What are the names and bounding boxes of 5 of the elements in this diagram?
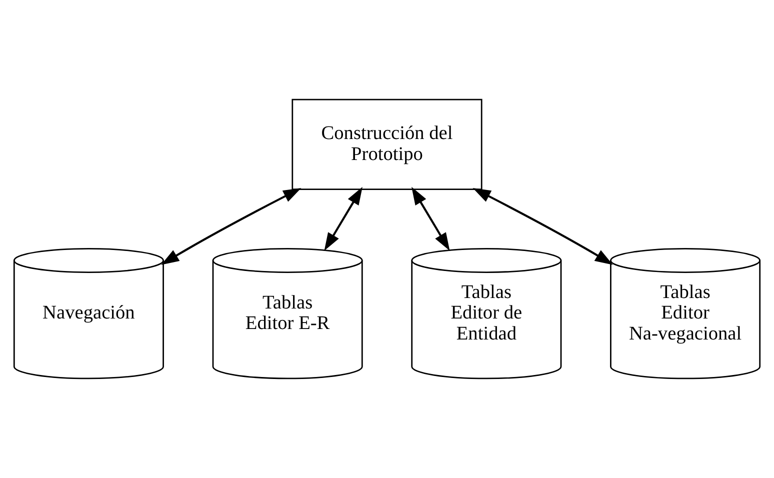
node-box: Construcción del Prototipo — [292, 98, 482, 190]
arrow — [324, 186, 362, 251]
arrow — [161, 188, 302, 265]
arrow — [472, 188, 613, 265]
arrow — [412, 186, 450, 251]
